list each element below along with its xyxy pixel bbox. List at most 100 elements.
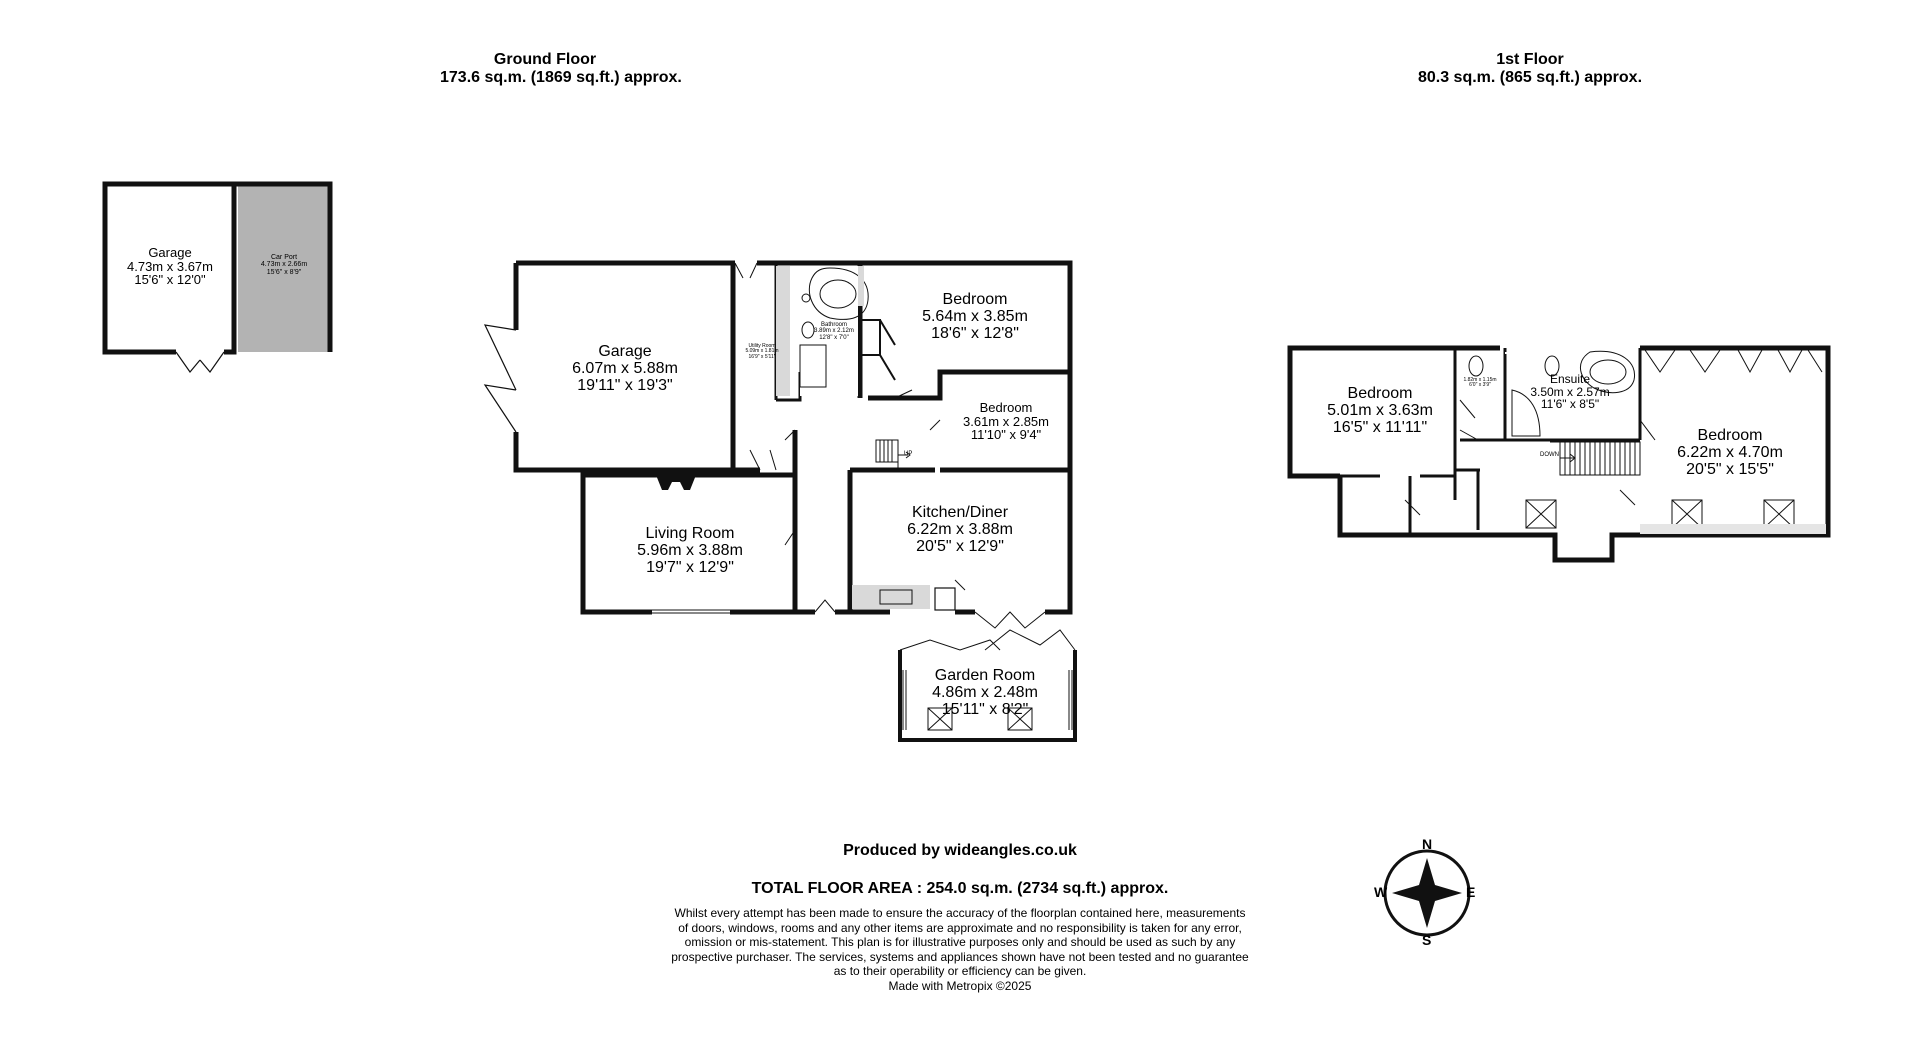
carport-fill xyxy=(238,184,330,352)
first-floor-area: 80.3 sq.m. (865 sq.ft.) approx. xyxy=(1417,69,1643,86)
stair-label-up: UP xyxy=(904,451,913,457)
ground-floor-area: 173.6 sq.m. (1869 sq.ft.) approx. xyxy=(440,69,682,86)
garden-room-walls xyxy=(898,650,1077,742)
room-label-kitchen-diner: Kitchen/Diner 6.22m x 3.88m 20'5" x 12'9… xyxy=(880,504,1040,555)
kitchen-worktop xyxy=(852,585,930,609)
room-metric: 5.64m x 3.85m xyxy=(922,307,1028,325)
disclaimer-line: as to their operability or efficiency ca… xyxy=(833,964,1087,978)
room-label-bathroom: Bathroom 3.89m x 2.12m 12'8" x 7'0" xyxy=(802,322,866,341)
room-imperial: 20'5" x 15'5" xyxy=(1686,460,1774,478)
ground-floor-title: Ground Floor xyxy=(493,51,597,68)
room-label-wc: 1.82m x 1.15m 6'0" x 3'9" xyxy=(1458,377,1502,389)
first-floor-title: 1st Floor xyxy=(1496,51,1564,68)
room-metric: 6.07m x 5.88m xyxy=(572,359,678,377)
detached-garage-walls xyxy=(102,181,237,355)
first-floor-stairs xyxy=(1550,441,1641,476)
room-label-utility: Utility Room 5.09m x 1.81m 16'9" x 5'11" xyxy=(736,343,788,360)
patio-doors xyxy=(974,611,1046,629)
total-floor-area: TOTAL FLOOR AREA : 254.0 sq.m. (2734 sq.… xyxy=(751,880,1169,897)
room-metric: 5.09m x 1.81m xyxy=(745,348,779,355)
room-imperial: 19'11" x 19'3" xyxy=(577,376,673,394)
first-floor-wc-fill xyxy=(1505,352,1507,354)
room-label-detached-garage: Garage 4.73m x 3.67m 15'6" x 12'0" xyxy=(110,246,230,287)
bedroom-closet xyxy=(859,319,896,398)
bathroom-bath-panel xyxy=(858,266,864,306)
produced-by: Produced by wideangles.co.uk xyxy=(843,842,1077,859)
windows xyxy=(581,290,1073,614)
room-name: Bedroom xyxy=(1347,385,1413,402)
garden-skylights xyxy=(927,707,1033,731)
room-label-garage: Garage 6.07m x 5.88m 19'11" x 19'3" xyxy=(535,343,715,394)
room-metric: 3.89m x 2.12m xyxy=(814,328,854,335)
utility-worktop xyxy=(776,266,790,396)
first-floor-eaves xyxy=(1640,524,1826,534)
room-label-ensuite: Ensuite 3.50m x 2.57m 11'6" x 8'5" xyxy=(1515,373,1625,411)
room-imperial: 15'11" x 8'2" xyxy=(941,700,1029,718)
room-metric: 3.50m x 2.57m xyxy=(1530,384,1610,399)
kitchen-cupboard xyxy=(934,587,956,611)
room-metric: 4.86m x 2.48m xyxy=(932,683,1038,701)
room-metric: 5.96m x 3.88m xyxy=(637,541,743,559)
room-metric: 4.73m x 3.67m xyxy=(127,258,213,274)
room-imperial: 18'6" x 12'8" xyxy=(931,324,1019,342)
room-metric: 6.22m x 4.70m xyxy=(1677,443,1783,461)
room-label-bedroom-2: Bedroom 3.61m x 2.85m 11'10" x 9'4" xyxy=(950,401,1062,442)
ground-stairs xyxy=(875,439,911,470)
room-name: Ensuite xyxy=(1549,372,1591,386)
disclaimer-line: prospective purchaser. The services, sys… xyxy=(671,949,1249,964)
disclaimer-line: of doors, windows, rooms and any other i… xyxy=(678,920,1242,935)
compass-north: N xyxy=(1422,836,1433,852)
compass-south: S xyxy=(1422,932,1432,948)
room-imperial: 16'5" x 11'11" xyxy=(1332,418,1428,436)
disclaimer: Whilst every attempt has been made to en… xyxy=(600,906,1320,993)
room-metric: 1.82m x 1.15m xyxy=(1463,377,1497,383)
first-floor-header: 1st Floor 80.3 sq.m. (865 sq.ft.) approx… xyxy=(1400,51,1660,87)
room-name: Bedroom xyxy=(979,400,1033,415)
room-imperial: 20'5" x 12'9" xyxy=(916,537,1004,555)
room-imperial: 11'6" x 8'5" xyxy=(1540,397,1600,412)
compass-east: E xyxy=(1466,884,1476,900)
room-label-garden-room: Garden Room 4.86m x 2.48m 15'11" x 8'2" xyxy=(910,667,1060,718)
disclaimer-line: omission or mis-statement. This plan is … xyxy=(684,935,1236,949)
room-name: Bedroom xyxy=(942,291,1008,308)
room-imperial: 16'9" x 5'11" xyxy=(748,353,776,360)
room-metric: 3.61m x 2.85m xyxy=(963,413,1049,429)
room-label-living-room: Living Room 5.96m x 3.88m 19'7" x 12'9" xyxy=(610,525,770,576)
first-floor-walls xyxy=(1287,345,1831,563)
room-name: Kitchen/Diner xyxy=(911,504,1009,521)
room-label-bedroom-left: Bedroom 5.01m x 3.63m 16'5" x 11'11" xyxy=(1310,385,1450,436)
door-swings xyxy=(734,262,966,613)
stair-label-down: DOWN xyxy=(1540,452,1559,458)
carport-walls xyxy=(234,181,333,352)
room-metric: 4.73m x 2.66m xyxy=(260,261,308,269)
room-label-bedroom-1: Bedroom 5.64m x 3.85m 18'6" x 12'8" xyxy=(900,291,1050,342)
disclaimer-line: Whilst every attempt has been made to en… xyxy=(674,906,1246,920)
first-floor-fixtures xyxy=(1300,349,1823,529)
room-metric: 6.22m x 3.88m xyxy=(907,520,1013,538)
room-imperial: 11'10" x 9'4" xyxy=(970,427,1042,443)
detached-garage-door xyxy=(175,351,225,373)
room-name: Garage xyxy=(598,343,652,360)
room-label-car-port: Car Port 4.73m x 2.66m 15'6" x 8'9" xyxy=(240,254,328,276)
room-name: Garden Room xyxy=(934,667,1036,684)
made-with: Made with Metropix ©2025 xyxy=(888,978,1032,993)
kitchen-sink xyxy=(879,589,913,605)
room-name: Bathroom xyxy=(820,322,847,328)
room-name: Bedroom xyxy=(1697,427,1763,444)
room-imperial: 12'8" x 7'0" xyxy=(819,334,849,341)
room-name: Garage xyxy=(148,245,192,260)
garage-door xyxy=(483,324,517,433)
room-imperial: 6'0" x 3'9" xyxy=(1469,382,1491,389)
room-imperial: 19'7" x 12'9" xyxy=(646,558,734,576)
bathroom-fixtures xyxy=(799,267,869,388)
room-name: Living Room xyxy=(645,525,735,542)
fireplace xyxy=(656,475,696,490)
compass-west: W xyxy=(1374,884,1388,900)
room-name: Car Port xyxy=(270,254,298,261)
room-imperial: 15'6" x 12'0" xyxy=(134,272,206,288)
room-metric: 5.01m x 3.63m xyxy=(1327,401,1433,419)
room-name: Utility Room xyxy=(748,343,776,349)
room-imperial: 15'6" x 8'9" xyxy=(266,268,302,276)
garden-room-doors xyxy=(899,629,1076,730)
